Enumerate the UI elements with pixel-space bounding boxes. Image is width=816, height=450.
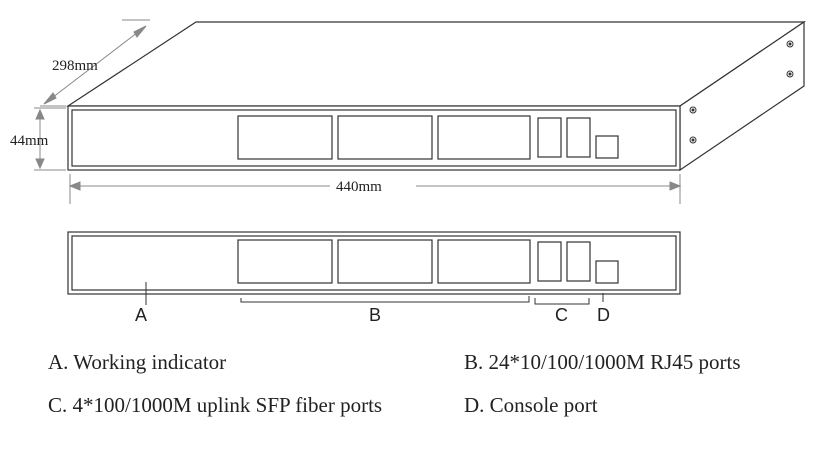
front-panel-outer — [67, 231, 681, 295]
depth-dimension-label: 298mm — [52, 58, 98, 74]
rj45-port-block — [337, 115, 433, 160]
callout-c: C — [555, 305, 568, 325]
sfp-port — [537, 117, 562, 158]
chassis-top-face — [65, 21, 806, 107]
width-dimension-label: 440mm — [336, 179, 382, 195]
callout-lines — [145, 282, 604, 305]
legend-console-port: D. Console port — [464, 393, 598, 417]
rj45-port-block — [237, 239, 333, 284]
sfp-port — [566, 117, 591, 158]
chassis-3d-view — [65, 20, 806, 172]
rj45-port-block — [237, 115, 333, 160]
sfp-port — [566, 241, 591, 282]
chassis-front-inner — [71, 109, 677, 167]
dimension-lines — [34, 19, 682, 204]
callout-d: D — [597, 305, 610, 325]
console-port — [595, 260, 619, 284]
legend-sfp-ports: C. 4*100/1000M uplink SFP fiber ports — [48, 393, 383, 417]
rj45-port-block — [437, 115, 531, 160]
callout-a: A — [135, 305, 147, 325]
rj45-port-block — [437, 239, 531, 284]
console-port — [595, 135, 619, 159]
mounting-screws — [689, 40, 794, 144]
front-panel-view — [67, 231, 681, 295]
legend-working-indicator: A. Working indicator — [48, 350, 227, 374]
rj45-port-block — [337, 239, 433, 284]
callout-b: B — [369, 305, 381, 325]
legend-rj45-ports: B. 24*10/100/1000M RJ45 ports — [464, 350, 741, 374]
sfp-port — [537, 241, 562, 282]
height-dimension-label: 44mm — [10, 133, 49, 149]
front-panel-inner — [71, 235, 677, 291]
